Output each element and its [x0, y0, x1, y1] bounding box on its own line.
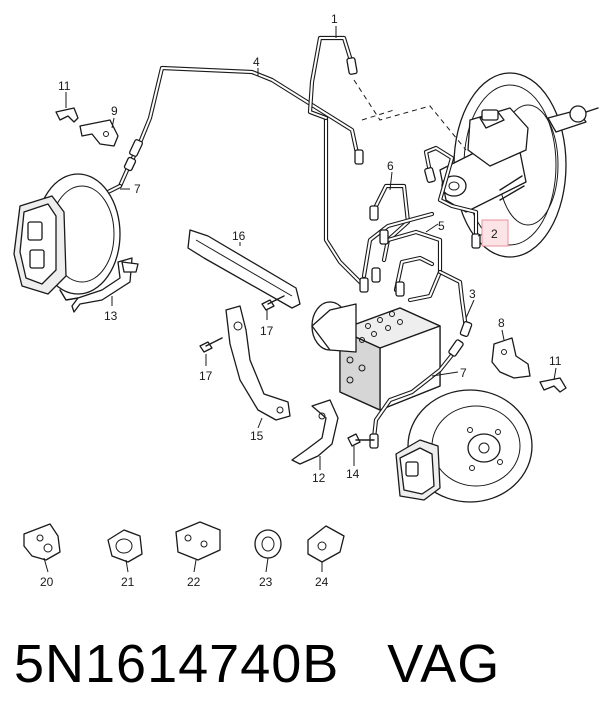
- clip-20: [23, 523, 61, 561]
- part-labels: 1 2 3 4 5 6 7 7 8 9 11 11 12 13 14 15 16…: [40, 12, 562, 589]
- part-label-5[interactable]: 5: [438, 219, 445, 233]
- part-label-24[interactable]: 24: [315, 575, 329, 589]
- master-cylinder: [439, 107, 529, 213]
- part-label-4[interactable]: 4: [253, 55, 260, 69]
- bolt-17-a: [261, 295, 285, 311]
- part-caption: 5N1614740B VAG: [14, 624, 500, 704]
- heat-shield-16: [187, 229, 301, 309]
- part-label-3[interactable]: 3: [469, 287, 476, 301]
- part-number: 5N1614740B: [14, 634, 340, 694]
- grommet-23: [254, 529, 282, 559]
- clip-24: [307, 525, 345, 563]
- brake-pipes: [61, 35, 479, 441]
- clip-21: [107, 529, 143, 563]
- part-label-17a[interactable]: 17: [260, 324, 274, 338]
- part-2-highlight: [481, 219, 509, 247]
- clip-22: [175, 521, 221, 561]
- part-label-20[interactable]: 20: [40, 575, 54, 589]
- part-label-7b[interactable]: 7: [460, 366, 467, 380]
- part-label-17b[interactable]: 17: [199, 369, 213, 383]
- part-label-12[interactable]: 12: [312, 471, 326, 485]
- part-label-22[interactable]: 22: [187, 575, 201, 589]
- reference-lines: [353, 79, 467, 151]
- bracket-8: [491, 337, 531, 379]
- part-label-14[interactable]: 14: [346, 467, 360, 481]
- left-brake-assembly: [13, 173, 121, 301]
- part-label-23[interactable]: 23: [259, 575, 273, 589]
- bracket-12: [291, 399, 339, 465]
- bolt-17-b: [199, 337, 223, 353]
- leader-lines: [43, 26, 557, 573]
- part-label-9[interactable]: 9: [111, 104, 118, 118]
- abs-hydraulic-unit: [311, 301, 441, 411]
- part-label-11b[interactable]: 11: [549, 354, 562, 368]
- part-label-6[interactable]: 6: [387, 159, 394, 173]
- part-label-11a[interactable]: 11: [58, 79, 71, 93]
- part-label-16[interactable]: 16: [232, 229, 246, 243]
- part-label-13[interactable]: 13: [104, 309, 118, 323]
- clip-11-left: [55, 107, 79, 123]
- bracket-15: [225, 305, 291, 421]
- clip-11-right: [539, 377, 567, 393]
- bolt-14: [347, 433, 375, 447]
- clip-9: [79, 119, 119, 147]
- part-label-2[interactable]: 2: [491, 227, 498, 241]
- part-label-8[interactable]: 8: [498, 316, 505, 330]
- part-label-7a[interactable]: 7: [134, 182, 141, 196]
- right-brake-assembly: [395, 389, 533, 503]
- bracket-13: [71, 257, 139, 313]
- part-label-21[interactable]: 21: [121, 575, 135, 589]
- brand-name: VAG: [387, 634, 501, 694]
- part-label-1[interactable]: 1: [331, 12, 338, 26]
- part-label-15[interactable]: 15: [250, 429, 264, 443]
